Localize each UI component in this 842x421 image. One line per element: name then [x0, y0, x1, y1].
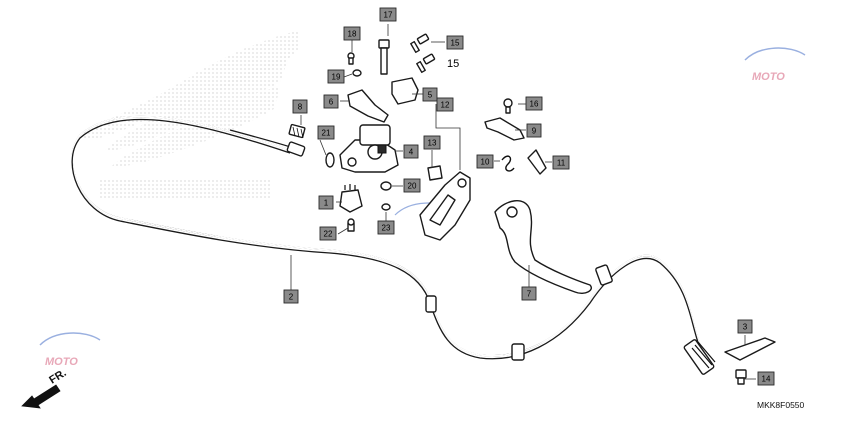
callout-20[interactable]: 20 — [403, 178, 421, 193]
callout-10[interactable]: 10 — [476, 154, 494, 169]
honda-wordmark — [100, 178, 270, 198]
callout-12-label: 12 — [441, 101, 450, 110]
callout-13[interactable]: 13 — [423, 135, 441, 150]
callout-15-label: 15 — [451, 39, 460, 48]
callout-23-label: 23 — [382, 224, 391, 233]
part-5 — [391, 77, 419, 105]
callout-22[interactable]: 22 — [319, 226, 337, 241]
callout-5-label: 5 — [428, 91, 433, 100]
callout-16[interactable]: 16 — [525, 96, 543, 111]
front-direction-arrow: FR. — [21, 367, 69, 409]
clutch-switch-1 — [339, 184, 363, 213]
callout-8-label: 8 — [298, 103, 303, 112]
plate-6 — [347, 89, 389, 123]
callout-18[interactable]: 18 — [343, 26, 361, 41]
nut-19 — [352, 69, 362, 77]
honda-wing-logo — [83, 30, 300, 198]
svg-text:MOTO: MOTO — [45, 356, 78, 368]
callout-21[interactable]: 21 — [317, 125, 335, 140]
watermark-top-right: MOTO — [744, 47, 806, 83]
callout-21-label: 21 — [322, 129, 331, 138]
callout-3-label: 3 — [743, 323, 748, 332]
callout-6[interactable]: 6 — [323, 94, 339, 109]
cable-bracket — [724, 337, 776, 361]
callout-17[interactable]: 17 — [379, 7, 397, 22]
callout-17-label: 17 — [384, 11, 393, 20]
callout-14[interactable]: 14 — [757, 371, 775, 386]
bolt-17 — [378, 39, 390, 75]
callout-11-label: 11 — [557, 159, 566, 168]
screw-18 — [347, 52, 355, 65]
callout-19[interactable]: 19 — [327, 69, 345, 84]
callout-1-label: 1 — [324, 199, 329, 208]
callout-2[interactable]: 2 — [283, 289, 299, 304]
callout-19-label: 19 — [332, 73, 341, 82]
callout-9-label: 9 — [532, 127, 537, 136]
clutch-cable — [71, 115, 716, 375]
small-bracket-13 — [427, 165, 443, 181]
callout-14-label: 14 — [762, 375, 771, 384]
callout-13-label: 13 — [428, 139, 437, 148]
callout-22-label: 22 — [324, 230, 333, 239]
screw-22 — [347, 218, 355, 232]
clutch-lever — [494, 200, 592, 294]
callout-20-label: 20 — [408, 182, 417, 191]
nut-20 — [380, 181, 392, 191]
watermark-bottom-left: MOTO — [39, 332, 101, 368]
washer-21 — [325, 152, 335, 168]
cable-adjuster-end — [683, 339, 716, 375]
bolt-14 — [735, 369, 747, 385]
callout-18-label: 18 — [348, 30, 357, 39]
callout-23[interactable]: 23 — [377, 220, 395, 235]
plate-9 — [484, 117, 525, 141]
diagram-code: MKK8F0550 — [757, 400, 805, 410]
svg-text:MOTO: MOTO — [752, 71, 785, 83]
screw-15-lower — [416, 53, 436, 74]
screw-15-upper — [410, 33, 430, 54]
part-11 — [527, 149, 547, 175]
callout-8[interactable]: 8 — [292, 99, 308, 114]
switch-assembly — [339, 124, 399, 173]
callouts: 1 2 3 4 5 6 7 8 9 10 11 12 13 14 15 16 1… — [283, 7, 775, 386]
callout-6-label: 6 — [329, 98, 334, 107]
callout-15[interactable]: 15 — [446, 35, 464, 50]
callout-11[interactable]: 11 — [552, 155, 570, 170]
callout-3[interactable]: 3 — [737, 319, 753, 334]
callout-16-label: 16 — [530, 100, 539, 109]
front-direction-label: FR. — [47, 367, 68, 387]
callout-9[interactable]: 9 — [526, 123, 542, 138]
callout-4-label: 4 — [409, 148, 414, 157]
callout-12[interactable]: 12 — [436, 97, 454, 112]
screw-8 — [288, 123, 306, 139]
spring-10 — [501, 155, 515, 172]
callout-5[interactable]: 5 — [422, 87, 438, 102]
screw-16 — [503, 98, 513, 114]
callout-7[interactable]: 7 — [521, 286, 537, 301]
leader-lines — [290, 24, 756, 380]
washer-23 — [381, 203, 391, 211]
callout-15-plain: 15 — [447, 58, 459, 70]
callout-1[interactable]: 1 — [318, 195, 334, 210]
lever-holder — [419, 171, 471, 241]
callout-7-label: 7 — [527, 290, 532, 299]
callout-10-label: 10 — [481, 158, 490, 167]
callout-2-label: 2 — [289, 293, 294, 302]
callout-4[interactable]: 4 — [403, 144, 419, 159]
